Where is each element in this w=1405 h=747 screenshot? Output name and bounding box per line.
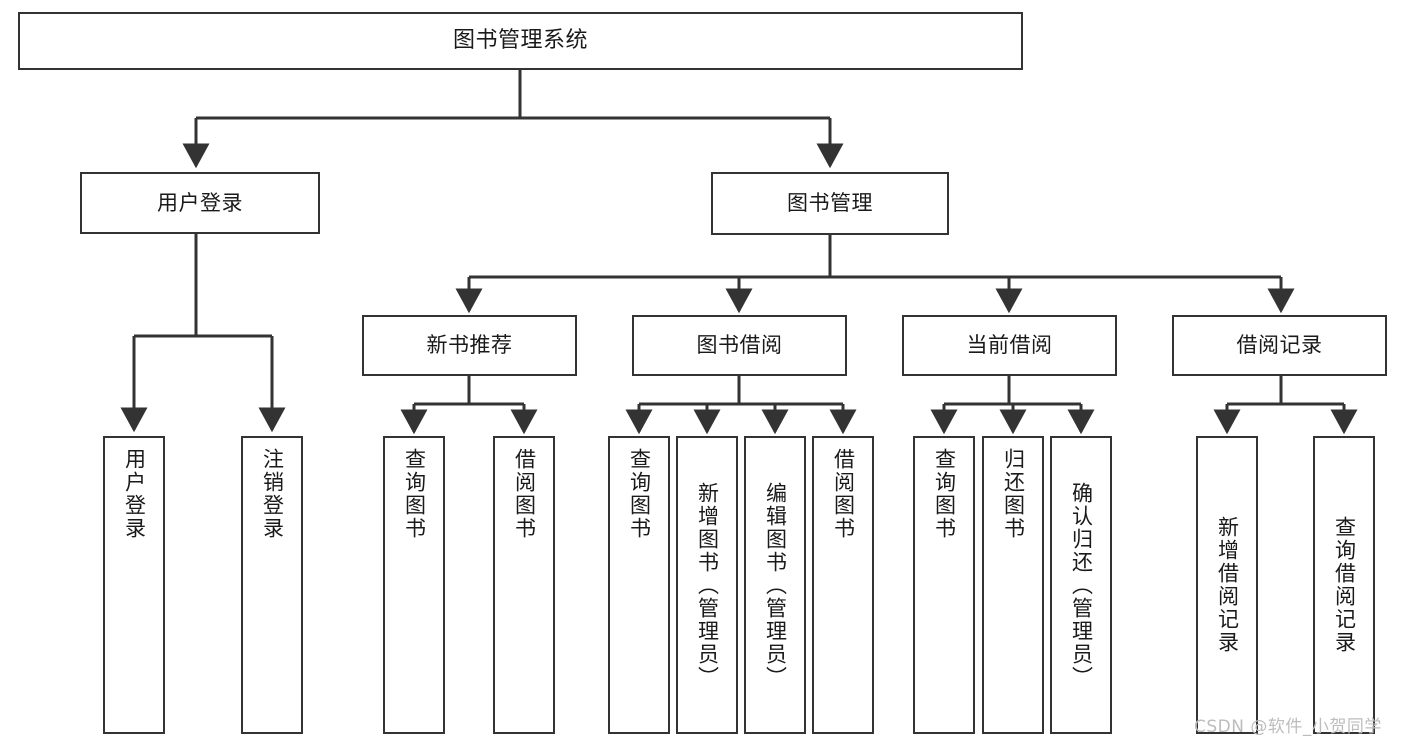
- node-leaf-edit-book-admin[interactable]: 编辑图书（管理员）: [744, 436, 806, 734]
- node-borrow-record[interactable]: 借阅记录: [1172, 315, 1387, 376]
- node-label: 归还图书: [1001, 448, 1026, 540]
- node-leaf-add-borrow-record[interactable]: 新增借阅记录: [1196, 436, 1258, 734]
- node-root-system[interactable]: 图书管理系统: [18, 12, 1023, 70]
- node-label: 注销登录: [260, 448, 285, 540]
- node-label: 查询借阅记录: [1332, 516, 1357, 654]
- node-label: 用户登录: [157, 190, 243, 215]
- node-new-book-recommend[interactable]: 新书推荐: [362, 315, 577, 376]
- node-label: 当前借阅: [966, 333, 1053, 358]
- node-leaf-query-borrow-record[interactable]: 查询借阅记录: [1313, 436, 1375, 734]
- node-leaf-query-book-current[interactable]: 查询图书: [913, 436, 975, 734]
- node-leaf-query-book-borrow[interactable]: 查询图书: [608, 436, 670, 734]
- node-leaf-logout[interactable]: 注销登录: [241, 436, 303, 734]
- node-label: 查询图书: [402, 448, 427, 540]
- node-leaf-borrow-book-recommend[interactable]: 借阅图书: [493, 436, 555, 734]
- node-label: 图书借阅: [696, 333, 783, 358]
- node-leaf-add-book-admin[interactable]: 新增图书（管理员）: [676, 436, 738, 734]
- node-label: 用户登录: [122, 448, 147, 540]
- node-label: 确认归还（管理员）: [1069, 481, 1094, 689]
- node-label: 查询图书: [932, 448, 957, 540]
- node-label: 借阅图书: [512, 448, 537, 540]
- node-current-borrow[interactable]: 当前借阅: [902, 315, 1117, 376]
- node-label: 新增借阅记录: [1215, 516, 1240, 654]
- node-label: 新增图书（管理员）: [695, 481, 720, 689]
- node-book-management[interactable]: 图书管理: [711, 172, 949, 235]
- node-label: 新书推荐: [426, 333, 513, 358]
- node-label: 借阅图书: [831, 448, 856, 540]
- node-leaf-borrow-book[interactable]: 借阅图书: [812, 436, 874, 734]
- node-leaf-return-book[interactable]: 归还图书: [982, 436, 1044, 734]
- node-leaf-user-login[interactable]: 用户登录: [103, 436, 165, 734]
- node-leaf-query-book-recommend[interactable]: 查询图书: [383, 436, 445, 734]
- node-label: 查询图书: [627, 448, 652, 540]
- node-label: 图书管理系统: [452, 28, 588, 54]
- node-leaf-confirm-return-admin[interactable]: 确认归还（管理员）: [1050, 436, 1112, 734]
- csdn-watermark: CSDN @软件_小贺同学: [1194, 717, 1382, 737]
- node-book-borrow[interactable]: 图书借阅: [632, 315, 847, 376]
- node-user-login[interactable]: 用户登录: [80, 172, 320, 234]
- node-label: 借阅记录: [1236, 333, 1323, 358]
- node-label: 图书管理: [787, 191, 873, 216]
- node-label: 编辑图书（管理员）: [763, 481, 788, 689]
